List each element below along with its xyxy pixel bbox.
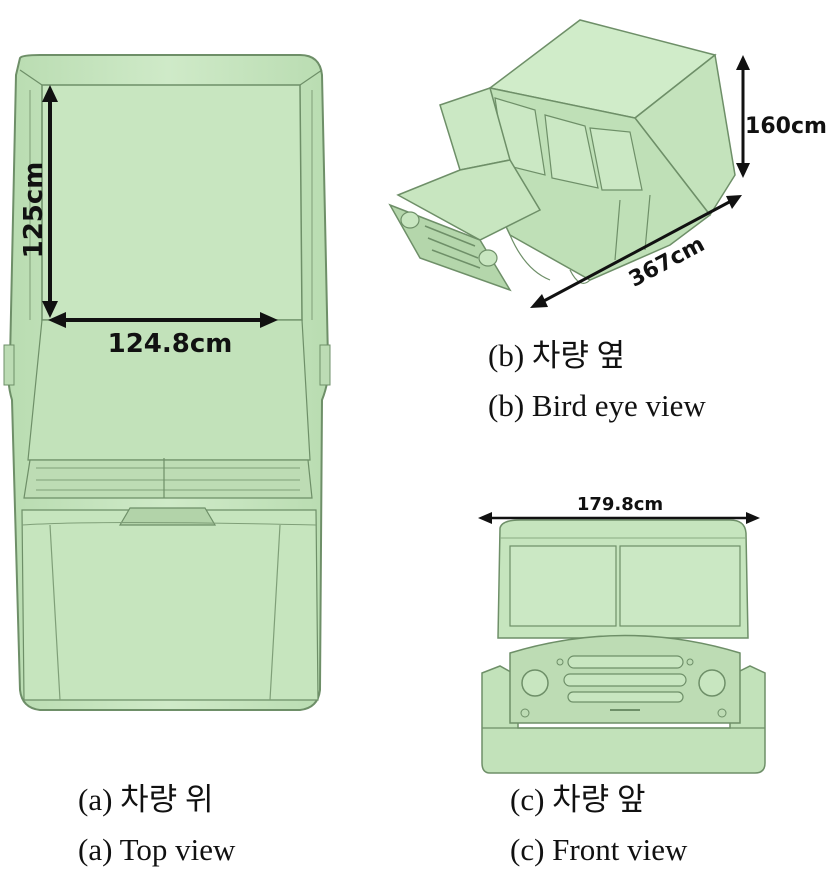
top-view-panel: 125cm 124.8cm [0, 0, 340, 720]
dimension-arrow-124-8cm [48, 312, 278, 328]
dimension-label-125cm: 125cm [19, 162, 49, 259]
bird-eye-view-panel: 160cm 367cm [380, 0, 827, 340]
dimension-arrow-179-8cm [478, 512, 760, 524]
dimension-label-179-8cm: 179.8cm [577, 494, 663, 515]
hood-panel [396, 159, 542, 241]
side-window-rear [589, 127, 643, 191]
roof-panel [41, 84, 303, 321]
caption-b-english: (b) Bird eye view [488, 388, 706, 423]
windshield-right [619, 545, 741, 627]
windshield-left [509, 545, 617, 627]
caption-c-korean: (c) 차량 앞 [510, 782, 646, 817]
front-view-drawing: 179.8cm [478, 494, 766, 774]
headlight-right [698, 669, 726, 697]
front-view-panel: 179.8cm [460, 488, 800, 778]
top-view-drawing: 125cm 124.8cm [3, 54, 331, 711]
dimension-arrow-125cm [42, 85, 58, 318]
caption-a-korean: (a) 차량 위 [78, 782, 214, 817]
caption-b-korean: (b) 차량 옆 [488, 338, 626, 373]
bird-eye-view-drawing: 160cm 367cm [388, 19, 827, 308]
headlight-left [521, 669, 549, 697]
dimension-label-124-8cm: 124.8cm [108, 329, 233, 359]
dimension-arrow-367cm [530, 195, 742, 308]
caption-a-english: (a) Top view [78, 832, 236, 867]
dimension-label-160cm: 160cm [745, 114, 827, 139]
hood-panel [21, 509, 319, 701]
dimension-arrow-160cm [736, 55, 750, 178]
caption-c-english: (c) Front view [510, 832, 688, 867]
